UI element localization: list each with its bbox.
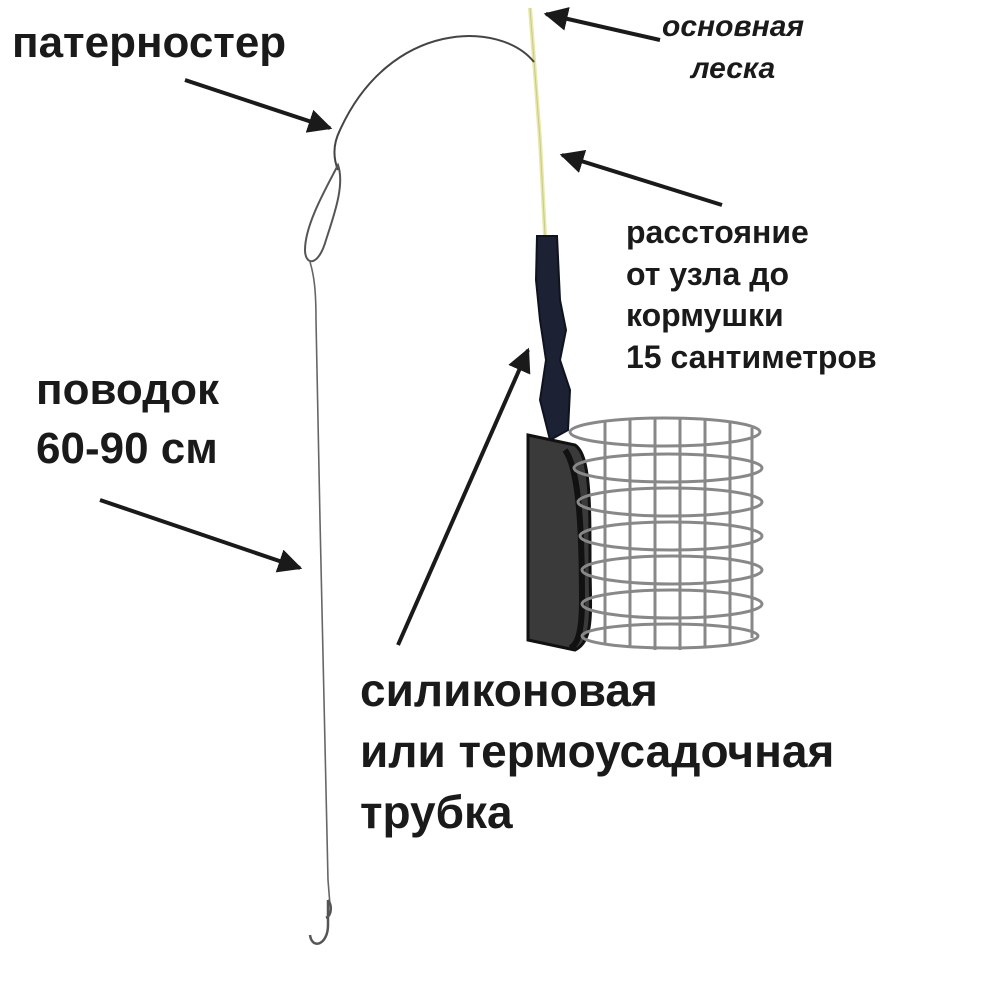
label-distance-4: 15 сантиметров [626, 338, 877, 375]
label-tube-2: или термоусадочная [360, 725, 835, 778]
label-leader-2: 60-90 см [36, 424, 218, 474]
leader-line [309, 261, 331, 906]
main-line-edge [529, 7, 546, 236]
label-leader: поводок 60-90 см [36, 360, 219, 479]
arrow-tube [396, 347, 531, 646]
arrow-leader [99, 498, 303, 573]
label-leader-1: поводок [36, 365, 220, 414]
arrow-main-line [543, 7, 661, 42]
label-paternoster-text: патерностер [12, 18, 287, 67]
label-tube: силиконовая или термоусадочная трубка [360, 660, 834, 844]
paternoster-line [333, 35, 535, 171]
arrow-distance [559, 149, 723, 207]
hook [308, 899, 332, 945]
arrow-paternoster [184, 78, 333, 133]
label-paternoster: патерностер [12, 16, 286, 70]
label-main-line-2: леска [690, 52, 776, 85]
label-tube-3: трубка [360, 786, 513, 839]
loop-knot [303, 162, 342, 263]
label-distance-1: расстояние [626, 214, 809, 250]
label-main-line: основная леска [662, 6, 804, 90]
feeder-mesh [568, 416, 764, 650]
label-main-line-1: основная [662, 10, 805, 43]
tube [534, 235, 572, 442]
label-distance-3: кормушки [626, 297, 784, 334]
label-distance-2: от узла до [626, 255, 790, 292]
label-distance: расстояние от узла до кормушки 15 сантим… [626, 212, 877, 378]
feeder-weight-edge [562, 448, 586, 651]
label-tube-1: силиконовая [360, 664, 658, 716]
